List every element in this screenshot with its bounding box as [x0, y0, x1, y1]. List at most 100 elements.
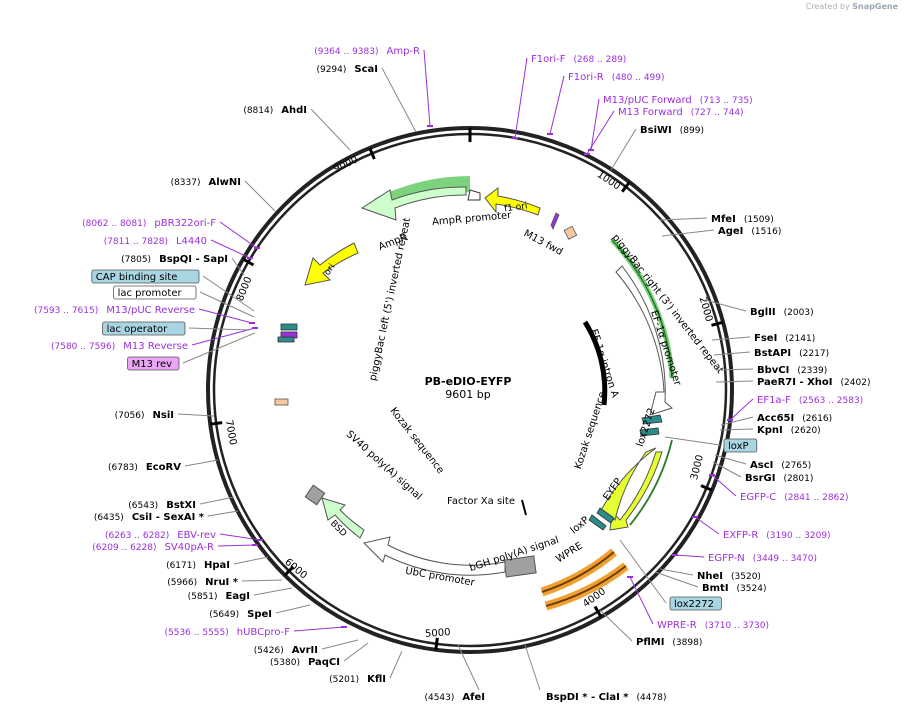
leader-hubcpro-f [293, 626, 345, 632]
leader-kpni [719, 428, 754, 431]
site-box-m13-rev [127, 356, 180, 371]
site-hpai[interactable]: (6171)HpaI [166, 560, 230, 571]
site-hubcpro-f[interactable]: (5536 .. 5555)hUBCpro-F [164, 627, 290, 638]
site-ahdi[interactable]: (8814)AhdI [243, 105, 307, 116]
site-spei[interactable]: (5649)SpeI [209, 609, 272, 620]
site-f1ori-r[interactable]: F1ori-R(480 .. 499) [568, 72, 665, 83]
leader-cap-site [202, 275, 255, 312]
leader-bstxi [199, 496, 235, 505]
site-text-asci: AscI(2765) [750, 460, 811, 471]
credit-prefix: Created by [805, 2, 850, 11]
site-nhei[interactable]: NheI(3520) [697, 571, 761, 582]
site-text-eagi: (5851)EagI [188, 591, 250, 602]
site-m13-reverse[interactable]: (7580 .. 7596)M13 Reverse [51, 341, 188, 352]
site-l4440[interactable]: (7811 .. 7828)L4440 [104, 236, 207, 247]
site-text-scai: (9294)ScaI [316, 64, 378, 75]
site-m13puc-fwd[interactable]: M13/pUC Forward(713 .. 735) [603, 95, 753, 106]
site-text-spei: (5649)SpeI [209, 609, 272, 620]
site-ebv-rev[interactable]: (6263 .. 6282)EBV-rev [105, 530, 216, 541]
site-nsii[interactable]: (7056)NsiI [115, 410, 174, 421]
site-alwni[interactable]: (8337)AlwNI [171, 177, 241, 188]
site-bmti[interactable]: BmtI(3524) [702, 583, 766, 594]
site-pflmi[interactable]: PflMI(3898) [636, 637, 702, 648]
site-mfei[interactable]: MfeI(1509) [711, 214, 774, 225]
site-afei[interactable]: (4543)AfeI [424, 692, 485, 703]
leader-nhei [659, 568, 694, 576]
leader-f1ori-r [549, 75, 565, 135]
site-m13-fwd[interactable]: M13 Forward(727 .. 744) [618, 107, 744, 118]
m13-fwd-mark [550, 212, 560, 230]
site-egfp-n[interactable]: EGFP-N(3449 .. 3470) [708, 553, 817, 564]
site-name-loxp-box: loxP [728, 441, 749, 452]
leader-bbvci [715, 368, 754, 371]
site-paer7i[interactable]: PaeR7I - XhoI(2402) [757, 377, 870, 388]
site-asci[interactable]: AscI(2765) [750, 460, 811, 471]
site-amp-r[interactable]: (9364 .. 9383)Amp-R [314, 46, 420, 57]
site-text-egfp-n: EGFP-N(3449 .. 3470) [708, 553, 817, 564]
site-bsrgi[interactable]: BsrGI(2801) [745, 473, 813, 484]
site-name-lox2272-box: lox2272 [674, 599, 714, 610]
loxp-mark-1 [639, 427, 660, 437]
site-lac-promoter[interactable]: lac promoter [113, 285, 197, 300]
credit-brand: SnapGene [852, 2, 898, 11]
feature-label-kozak-left: Kozak sequence [387, 406, 445, 476]
site-f1ori-f[interactable]: F1ori-F(268 .. 289) [531, 54, 626, 65]
site-wpre-r[interactable]: WPRE-R(3710 .. 3730) [657, 620, 769, 631]
leader-lox2272-box [619, 539, 667, 604]
site-text-m13puc-rev: (7593 .. 7615)M13/pUC Reverse [34, 305, 195, 316]
ruler-label-5000: 5000 [425, 627, 451, 640]
site-text-bbvci: BbvCI(2339) [757, 365, 827, 376]
site-kfli[interactable]: (5201)KflI [329, 674, 386, 685]
site-loxp-box[interactable]: loxP [723, 438, 758, 453]
site-name-cap-site: CAP binding site [96, 272, 178, 283]
leader-eagi [253, 587, 293, 596]
site-paqci[interactable]: (5380)PaqCI [270, 657, 340, 668]
ruler-label-7000: 7000 [223, 419, 238, 446]
site-ecorv[interactable]: (6783)EcoRV [108, 462, 181, 473]
site-text-exfp-r: EXFP-R(3190 .. 3209) [723, 530, 831, 541]
site-pbr322ori-f[interactable]: (8062 .. 8081)pBR322ori-F [82, 218, 216, 229]
site-eagi[interactable]: (5851)EagI [188, 591, 250, 602]
feature-label-lox2272: lox2272 [635, 407, 658, 448]
site-text-mfei: MfeI(1509) [711, 214, 774, 225]
site-bglii[interactable]: BglII(2003) [750, 307, 814, 318]
site-lac-operator[interactable]: lac operator [102, 321, 186, 336]
site-name-lac-promoter: lac promoter [118, 288, 183, 299]
site-kpni[interactable]: KpnI(2620) [757, 425, 821, 436]
ef1a-promoter-arc [611, 239, 673, 379]
site-scai[interactable]: (9294)ScaI [316, 64, 378, 75]
leader-m13puc-rev [198, 308, 253, 324]
site-bstxi[interactable]: (6543)BstXI [128, 500, 196, 511]
site-text-pbr322ori-f: (8062 .. 8081)pBR322ori-F [82, 218, 216, 229]
site-exfp-r[interactable]: EXFP-R(3190 .. 3209) [723, 530, 831, 541]
site-csii[interactable]: (6435)CsiI - SexAI * [94, 512, 205, 523]
site-egfp-c[interactable]: EGFP-C(2841 .. 2862) [740, 492, 849, 503]
ruler-tick-9000 [368, 147, 376, 160]
site-bspqi[interactable]: (7805)BspQI - SapI [121, 254, 228, 265]
site-nrui[interactable]: (5966)NruI * [167, 577, 239, 588]
site-acc65i[interactable]: Acc65I(2616) [757, 413, 832, 424]
site-agei[interactable]: AgeI(1516) [718, 226, 781, 237]
site-m13-rev[interactable]: M13 rev [127, 356, 180, 371]
leader-l4440 [210, 239, 251, 259]
site-m13puc-rev[interactable]: (7593 .. 7615)M13/pUC Reverse [34, 305, 195, 316]
site-sv40pa-r[interactable]: (6209 .. 6228)SV40pA-R [92, 542, 214, 553]
site-bstapi[interactable]: BstAPI(2217) [754, 348, 829, 359]
site-avrii[interactable]: (5426)AvrII [254, 645, 318, 656]
leader-kfli [389, 650, 403, 679]
site-bbvci[interactable]: BbvCI(2339) [757, 365, 827, 376]
leader-f1ori-f [514, 57, 528, 139]
site-cap-site[interactable]: CAP binding site [91, 269, 200, 284]
site-bsiwi[interactable]: BsiWI(899) [640, 125, 704, 136]
leader-lac-operator [188, 327, 250, 331]
site-bspdi[interactable]: BspDI * - ClaI *(4478) [546, 692, 666, 703]
site-lox2272-box[interactable]: lox2272 [669, 596, 722, 611]
feature-label-factor-xa: Factor Xa site [447, 496, 515, 507]
ruler-tick-1000 [621, 181, 631, 193]
site-text-nrui: (5966)NruI * [167, 577, 239, 588]
leader-exfp-r [694, 516, 720, 535]
site-box-cap-site [91, 269, 200, 284]
site-fsei[interactable]: FseI(2141) [754, 333, 815, 344]
ampr-promoter-arrow [467, 189, 481, 201]
site-ef1a-f[interactable]: EF1a-F(2563 .. 2583) [757, 395, 863, 406]
